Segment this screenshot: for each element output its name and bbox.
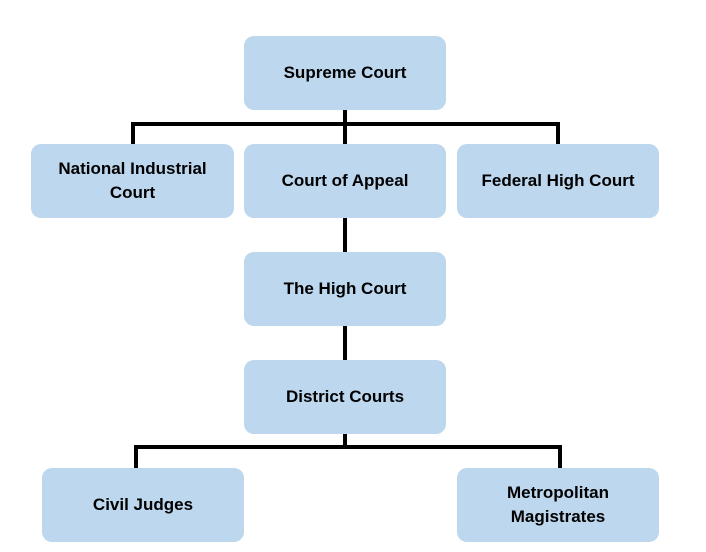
node-label: Civil Judges [92, 495, 194, 514]
node-label: Supreme Court [283, 63, 407, 82]
node-the-high-court: The High Court [244, 252, 446, 326]
node-federal-high-court: Federal High Court [457, 144, 659, 218]
node-district-courts: District Courts [244, 360, 446, 434]
node-label: Court of Appeal [281, 171, 409, 190]
node-label: The High Court [283, 279, 407, 298]
node-supreme-court: Supreme Court [244, 36, 446, 110]
node-label: Metropolitan Magistrates [507, 483, 609, 526]
node-label: Federal High Court [481, 171, 635, 190]
node-metropolitan-magistrates: Metropolitan Magistrates [457, 468, 659, 542]
node-national-industrial-court: National Industrial Court [31, 144, 234, 218]
node-label: District Courts [285, 387, 405, 406]
node-label: National Industrial Court [58, 159, 207, 202]
node-civil-judges: Civil Judges [42, 468, 244, 542]
node-court-of-appeal: Court of Appeal [244, 144, 446, 218]
